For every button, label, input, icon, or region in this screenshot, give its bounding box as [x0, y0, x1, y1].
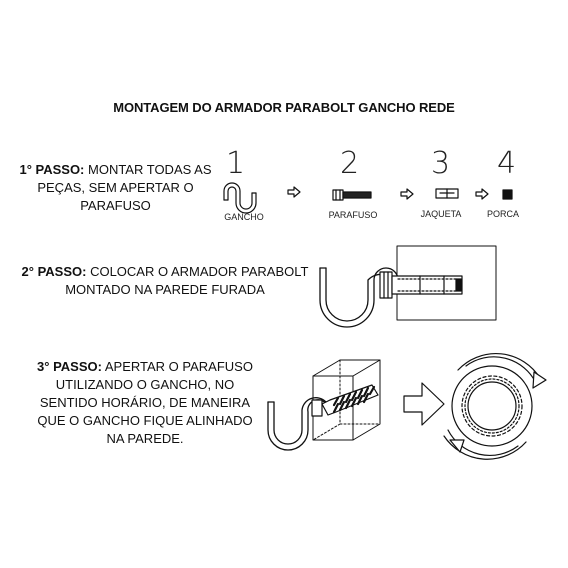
part-number-1: 1 [226, 146, 246, 181]
wall-cube [312, 359, 381, 441]
part-number-2: 2 [340, 146, 360, 181]
screw-icon [379, 271, 463, 299]
step-2-label: 2° PASSO: [21, 264, 87, 279]
step-1-text: 1° PASSO: MONTAR TODAS AS PEÇAS, SEM APE… [18, 161, 213, 215]
step-1-description: MONTAR TODAS AS PEÇAS, SEM APERTAR O PAR… [37, 162, 212, 213]
diagram-title: MONTAGEM DO ARMADOR PARABOLT GANCHO REDE [113, 100, 455, 115]
part-label-gancho: GANCHO [224, 212, 264, 222]
part-number-3: 3 [431, 146, 451, 181]
arrow-right-icon [400, 188, 414, 200]
step-3-text: 3° PASSO: APERTAR O PARAFUSO UTILIZANDO … [30, 358, 260, 448]
step-1-label: 1° PASSO: [19, 162, 85, 177]
part-number-4: 4 [497, 146, 517, 181]
arrow-right-icon [287, 186, 301, 198]
rotate-clockwise-icon [443, 352, 547, 460]
step-3-description: APERTAR O PARAFUSO UTILIZANDO O GANCHO, … [37, 359, 253, 446]
part-label-parafuso: PARAFUSO [328, 210, 378, 220]
step-2-description: COLOCAR O ARMADOR PARABOLT MONTADO NA PA… [65, 264, 309, 297]
screw-icon [311, 384, 379, 417]
sleeve-icon [435, 188, 459, 199]
hook-icon [223, 182, 257, 214]
step-2-text: 2° PASSO: COLOCAR O ARMADOR PARABOLT MON… [20, 263, 310, 299]
part-label-porca: PORCA [486, 209, 519, 219]
arrow-right-icon [403, 382, 445, 426]
part-label-jaqueta: JAQUETA [420, 209, 462, 219]
nut-icon [502, 189, 513, 200]
screw-icon [332, 189, 372, 201]
arrow-right-icon [475, 188, 489, 200]
step-3-label: 3° PASSO: [37, 359, 102, 374]
